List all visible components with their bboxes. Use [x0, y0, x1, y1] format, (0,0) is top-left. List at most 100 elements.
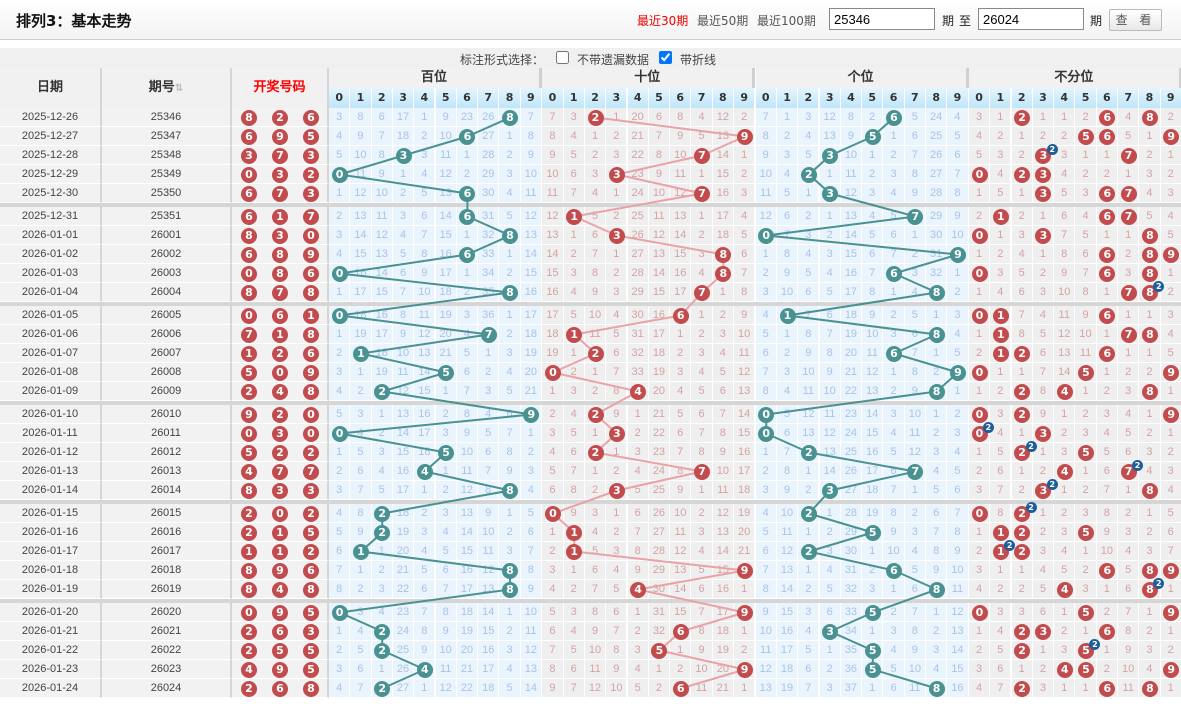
miss-cell: 21 — [840, 363, 863, 382]
miss-cell: 1 — [819, 165, 841, 184]
miss-cell: 4 — [1054, 542, 1076, 561]
hit-ball: 4 — [630, 383, 647, 400]
miss-cell: 3 — [798, 603, 820, 622]
hit-ball: 6 — [1099, 307, 1116, 324]
date-cell: 2026-01-12 — [0, 443, 102, 462]
miss-cell: 31 — [478, 207, 500, 226]
date-cell: 2026-01-13 — [0, 462, 102, 481]
hit-ball: 9 — [1163, 406, 1180, 423]
miss-cell: 6 — [606, 344, 628, 363]
miss-cell: 14 — [435, 207, 457, 226]
miss-cell: 9 — [947, 542, 969, 561]
miss-cell: 16 — [648, 306, 671, 325]
miss-cell: 1 — [1139, 306, 1161, 325]
miss-cell: 16 — [350, 264, 372, 283]
miss-cell: 9 — [435, 622, 457, 641]
miss-cell: 1 — [670, 325, 692, 344]
digit-header: 8 — [1139, 88, 1161, 108]
hit-ball: 6 — [1099, 345, 1116, 362]
lines-checkbox[interactable] — [659, 51, 672, 64]
miss-cell: 12 — [414, 325, 436, 344]
range-link-30[interactable]: 最近30期 — [637, 14, 689, 28]
from-issue-input[interactable] — [829, 8, 935, 30]
miss-cell: 7 — [1160, 542, 1181, 561]
miss-cell: 37 — [840, 679, 863, 698]
draw-number-ball: 0 — [303, 406, 319, 423]
draw-number-ball: 5 — [272, 642, 288, 659]
miss-cell: 5 — [1054, 561, 1076, 580]
issue-cell: 26007 — [102, 344, 232, 363]
miss-cell: 1 — [968, 283, 991, 302]
miss-cell: 10 — [371, 184, 393, 203]
miss-cell: 4 — [1139, 660, 1161, 679]
miss-cell: 4 — [435, 523, 457, 542]
hit-ball: 4 — [630, 581, 647, 598]
miss-cell: 7 — [392, 283, 415, 302]
miss-cell: 4 — [499, 184, 521, 203]
hit-ball: 8 — [928, 383, 945, 400]
draw-number-ball: 0 — [303, 425, 319, 442]
miss-cell: 10 — [520, 165, 542, 184]
draw-number-ball: 7 — [272, 185, 288, 202]
miss-cell: 1 — [819, 641, 841, 660]
miss-cell: 3 — [371, 580, 393, 599]
miss-cell: 2 — [755, 264, 777, 283]
miss-cell: 2 — [904, 504, 926, 523]
miss-cell: 32 — [478, 226, 500, 245]
date-cell: 2026-01-20 — [0, 603, 102, 622]
miss-cell: 19 — [542, 344, 564, 363]
hit-ball: 2 — [374, 623, 391, 640]
miss-cell: 5 — [499, 679, 521, 698]
miss-cell: 12 — [947, 603, 969, 622]
miss-cell: 7 — [478, 462, 500, 481]
miss-cell: 10 — [670, 504, 692, 523]
sort-icon[interactable]: ⇅ — [174, 83, 184, 94]
miss-cell: 1 — [1160, 622, 1181, 641]
miss-cell: 2 — [798, 207, 820, 226]
no-miss-checkbox[interactable] — [556, 51, 569, 64]
miss-cell: 7 — [1075, 264, 1097, 283]
miss-cell: 5 — [819, 580, 841, 599]
miss-cell: 26 — [478, 108, 500, 127]
miss-cell: 2 — [670, 344, 692, 363]
miss-cell: 16 — [478, 641, 500, 660]
miss-cell: 11 — [798, 382, 820, 401]
miss-cell: 24 — [648, 462, 671, 481]
miss-cell: 3 — [1011, 226, 1033, 245]
miss-cell: 8 — [904, 165, 926, 184]
miss-cell: 7 — [734, 264, 756, 283]
miss-cell: 13 — [435, 184, 457, 203]
hit-ball: 3 — [608, 227, 625, 244]
miss-cell: 6 — [819, 603, 841, 622]
issue-header[interactable]: 期号⇅ — [102, 68, 232, 108]
miss-cell: 9 — [1054, 264, 1076, 283]
to-issue-input[interactable] — [978, 8, 1084, 30]
miss-cell: 2 — [1054, 127, 1076, 146]
miss-cell: 2 — [350, 580, 372, 599]
miss-cell: 1 — [1160, 264, 1181, 283]
miss-cell: 6 — [883, 462, 905, 481]
miss-cell: 2 — [627, 622, 649, 641]
hit-ball: 1 — [566, 543, 583, 560]
miss-cell: 3 — [329, 481, 351, 500]
draw-number-ball: 2 — [272, 444, 288, 461]
miss-cell: 1 — [606, 443, 628, 462]
miss-cell: 6 — [1118, 443, 1140, 462]
range-link-100[interactable]: 最近100期 — [757, 14, 816, 28]
hit-ball: 0 — [331, 307, 348, 324]
miss-cell: 3 — [1054, 523, 1076, 542]
date-cell: 2026-01-21 — [0, 622, 102, 641]
view-button[interactable]: 查 看 — [1109, 9, 1162, 31]
miss-cell: 2 — [1075, 481, 1097, 500]
hit-ball: 7 — [1120, 208, 1137, 225]
miss-cell: 5 — [798, 641, 820, 660]
miss-cell: 10 — [883, 542, 905, 561]
miss-cell: 34 — [840, 622, 863, 641]
miss-cell: 1 — [1118, 344, 1140, 363]
range-link-50[interactable]: 最近50期 — [697, 14, 749, 28]
miss-cell: 16 — [435, 245, 457, 264]
miss-cell: 4 — [755, 306, 777, 325]
miss-cell: 1 — [478, 344, 500, 363]
issue-cell: 26009 — [102, 382, 232, 401]
block-separator — [0, 401, 1181, 405]
